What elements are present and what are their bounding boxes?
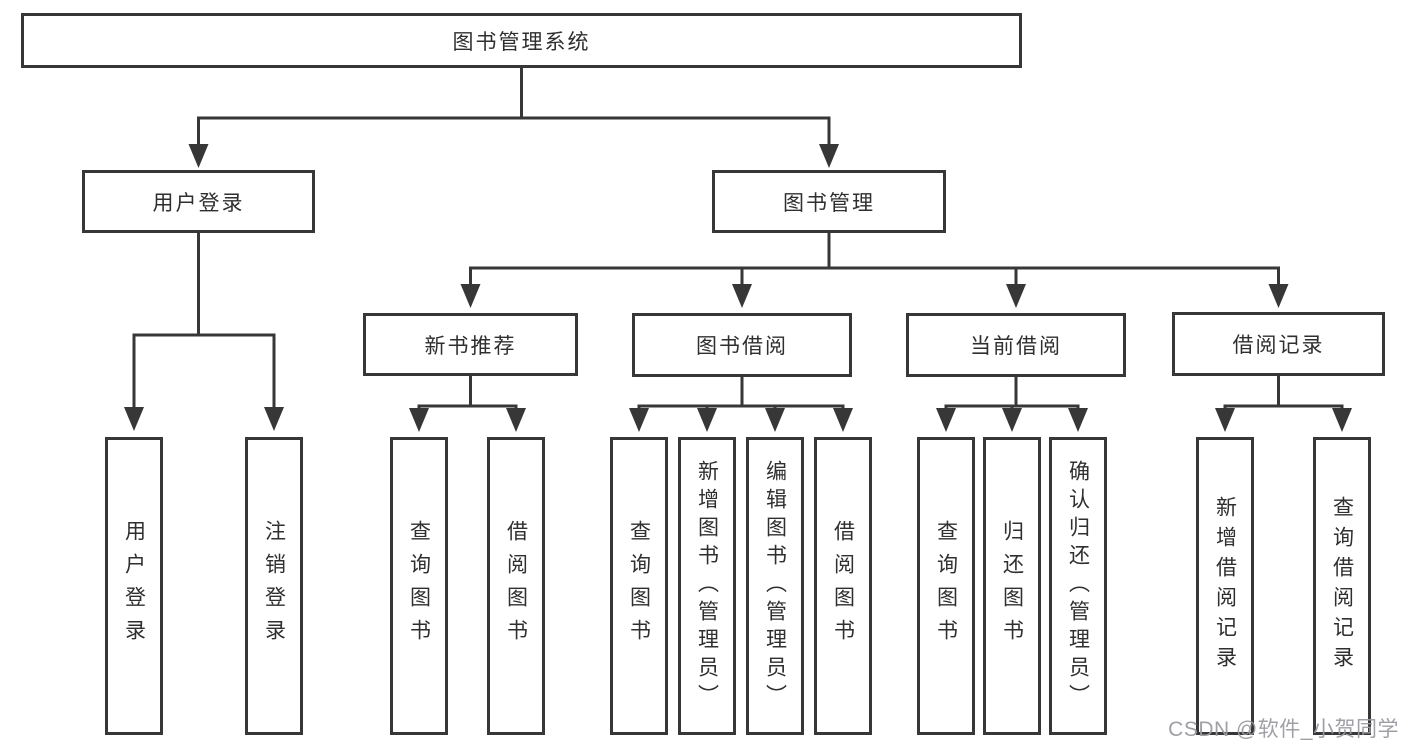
leaf-query-books-current-label: 查询图书 bbox=[934, 520, 958, 652]
node-book-borrowing: 图书借阅 bbox=[632, 313, 852, 377]
leaf-query-books-recommend-label: 查询图书 bbox=[407, 520, 431, 652]
node-book-management: 图书管理 bbox=[712, 170, 946, 233]
leaf-return-books: 归还图书 bbox=[983, 437, 1041, 735]
leaf-query-books-borrow-label: 查询图书 bbox=[627, 520, 651, 652]
leaf-logout: 注销登录 bbox=[245, 437, 303, 735]
csdn-watermark: CSDN @软件_小贺同学 bbox=[1168, 718, 1399, 741]
node-new-book-recommendation: 新书推荐 bbox=[363, 313, 578, 376]
leaf-borrow-books-label: 借阅图书 bbox=[831, 520, 855, 652]
leaf-add-borrow-record: 新增借阅记录 bbox=[1196, 437, 1254, 735]
leaf-borrow-books-recommend-label: 借阅图书 bbox=[504, 520, 528, 652]
leaf-add-books-admin: 新增图书（管理员） bbox=[678, 437, 736, 735]
leaf-confirm-return-admin: 确认归还（管理员） bbox=[1049, 437, 1107, 735]
node-library-management-system: 图书管理系统 bbox=[21, 13, 1022, 68]
leaf-edit-books-admin: 编辑图书（管理员） bbox=[746, 437, 804, 735]
leaf-logout-label: 注销登录 bbox=[262, 520, 286, 652]
leaf-confirm-return-admin-label: 确认归还（管理员） bbox=[1066, 460, 1090, 712]
leaf-user-login: 用户登录 bbox=[105, 437, 163, 735]
leaf-borrow-books-recommend: 借阅图书 bbox=[487, 437, 545, 735]
leaf-query-books-recommend: 查询图书 bbox=[390, 437, 448, 735]
leaf-query-books-current: 查询图书 bbox=[917, 437, 975, 735]
leaf-edit-books-admin-label: 编辑图书（管理员） bbox=[763, 460, 787, 712]
leaf-add-borrow-record-label: 新增借阅记录 bbox=[1213, 496, 1237, 676]
leaf-query-borrow-record-label: 查询借阅记录 bbox=[1330, 496, 1354, 676]
leaf-user-login-label: 用户登录 bbox=[122, 520, 146, 652]
leaf-query-books-borrow: 查询图书 bbox=[610, 437, 668, 735]
leaf-add-books-admin-label: 新增图书（管理员） bbox=[695, 460, 719, 712]
node-borrowing-records: 借阅记录 bbox=[1172, 312, 1385, 376]
leaf-return-books-label: 归还图书 bbox=[1000, 520, 1024, 652]
arrowhead-icons bbox=[124, 144, 1352, 432]
node-user-login: 用户登录 bbox=[82, 170, 315, 233]
node-current-borrowing: 当前借阅 bbox=[906, 313, 1126, 377]
leaf-query-borrow-record: 查询借阅记录 bbox=[1313, 437, 1371, 735]
leaf-borrow-books: 借阅图书 bbox=[814, 437, 872, 735]
